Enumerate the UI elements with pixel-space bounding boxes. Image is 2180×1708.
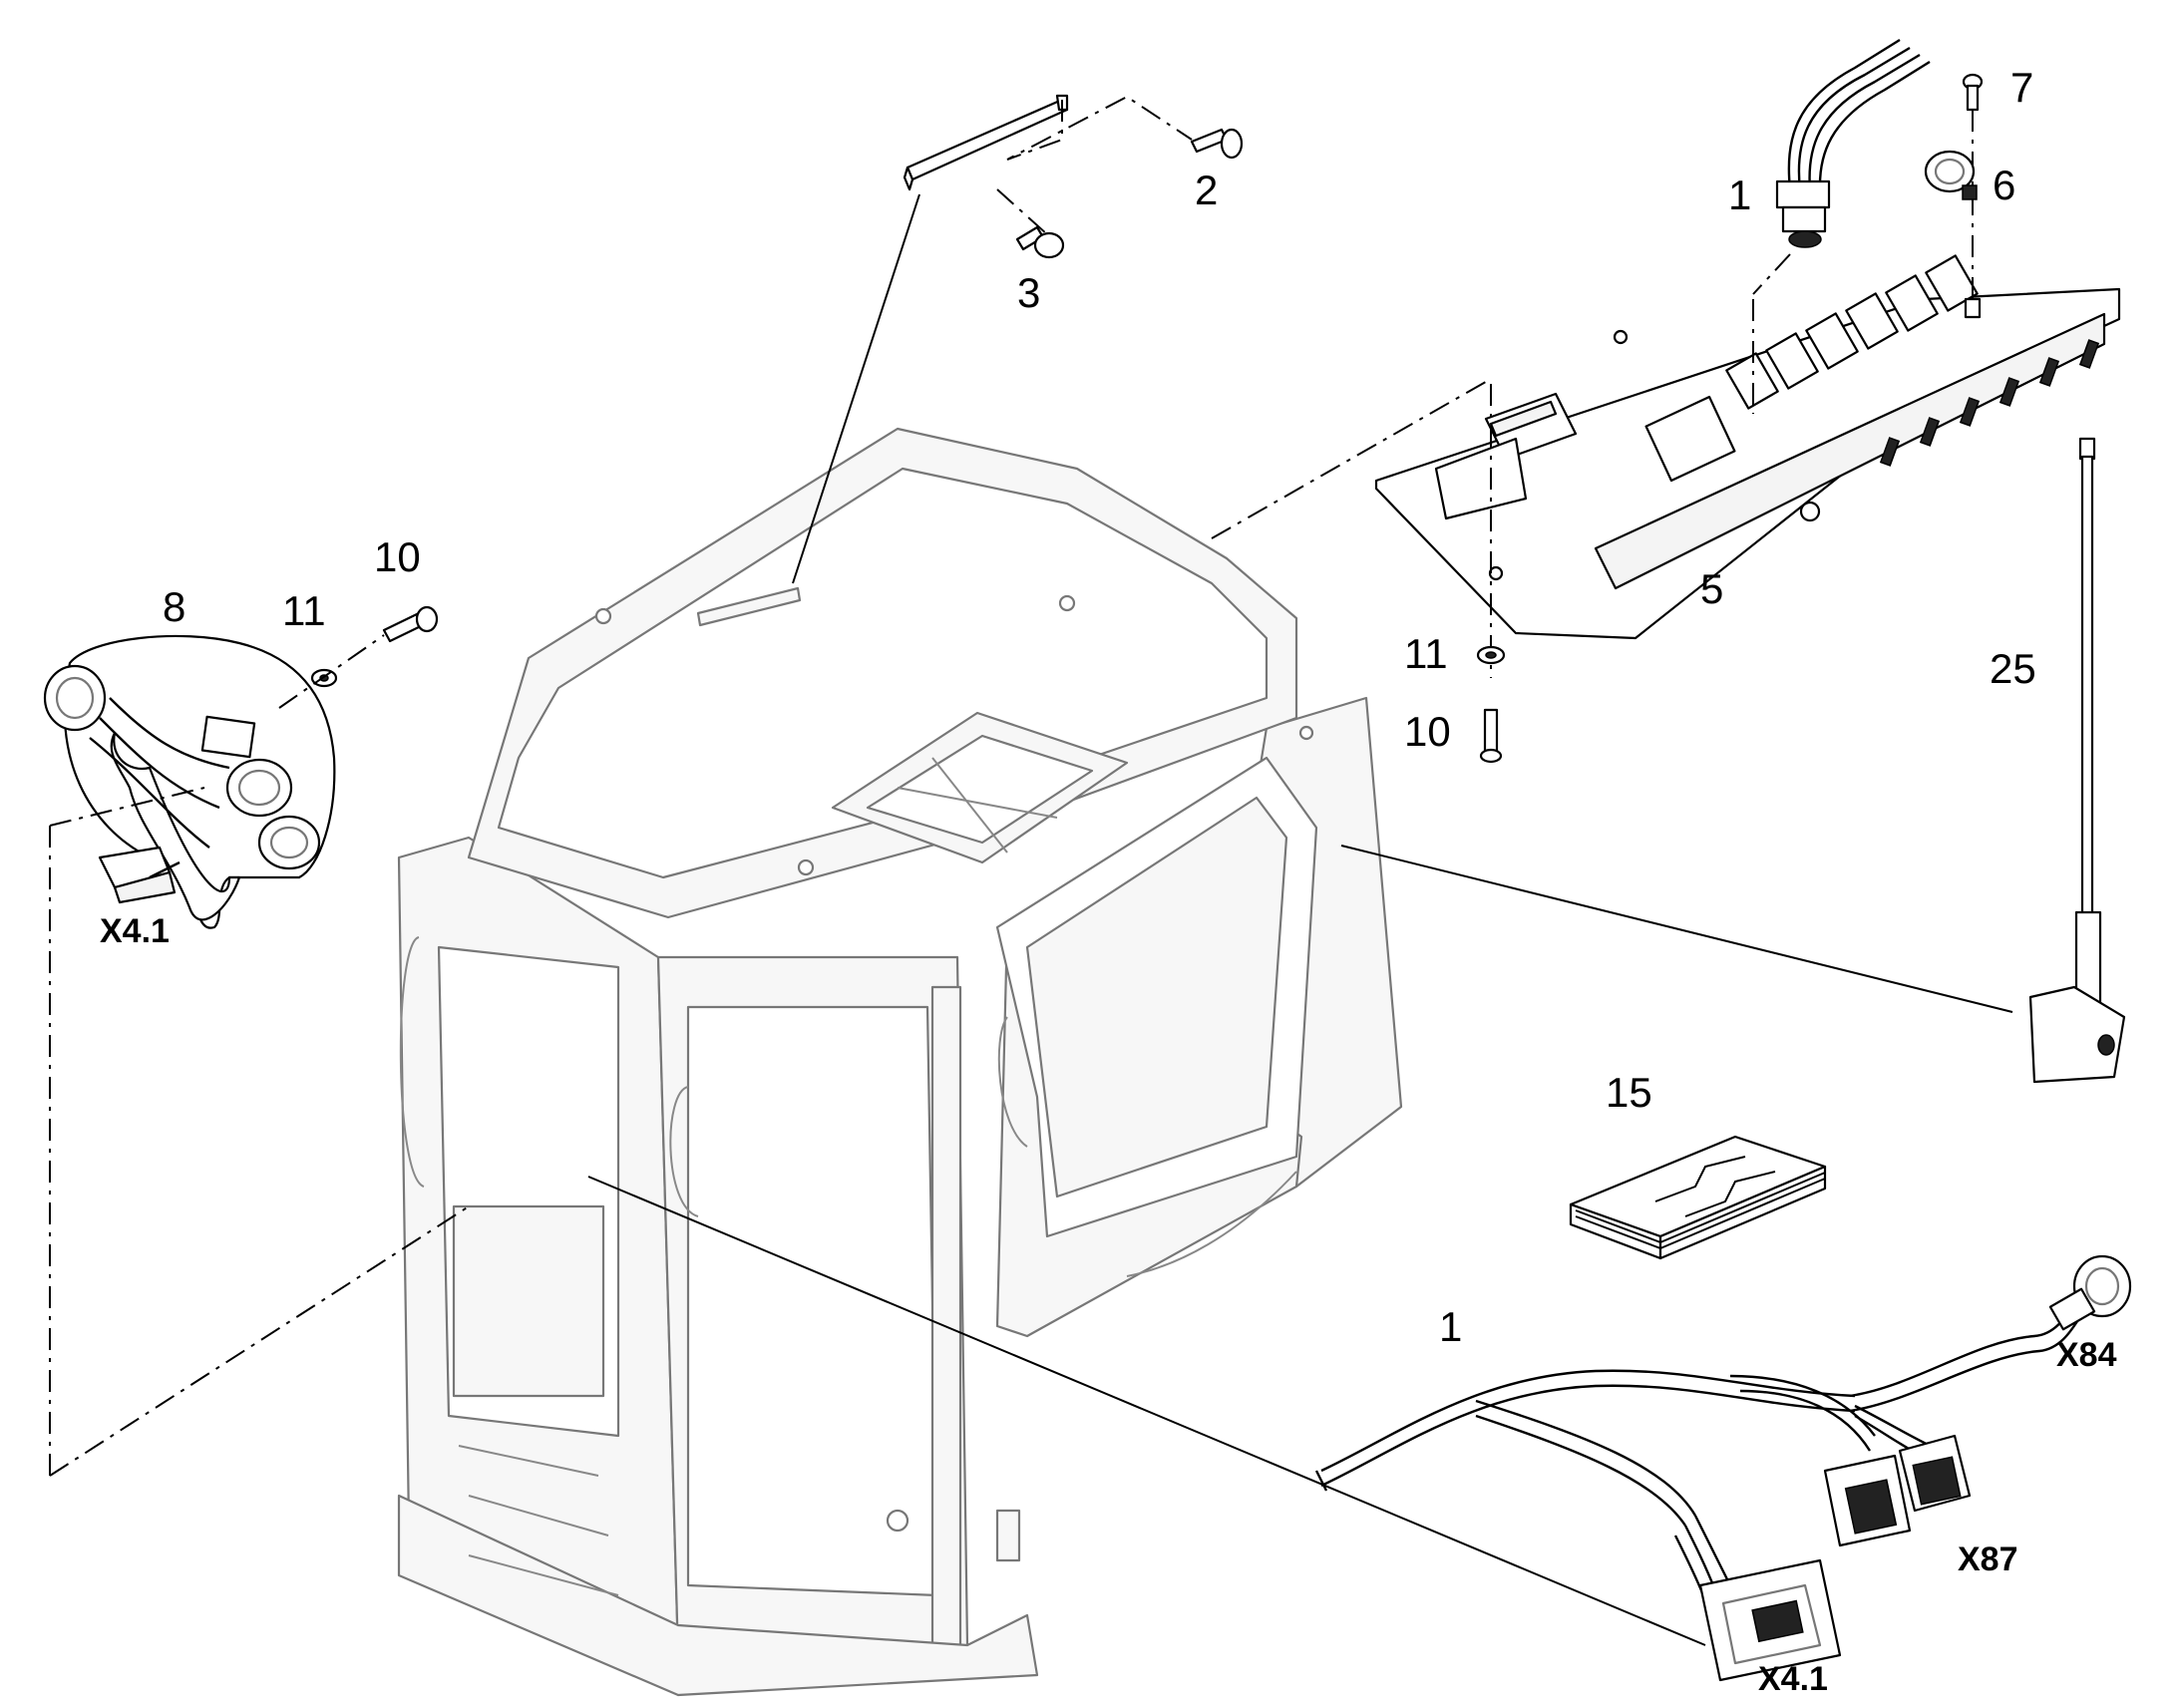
cab-rear-frame-inner — [1025, 796, 1288, 1198]
bolt-10-right — [1479, 708, 1503, 764]
documentation-15 — [1569, 1135, 1827, 1260]
connector-x41-left — [98, 846, 181, 904]
screw-3 — [1015, 225, 1065, 259]
cable-grommet-1 — [1775, 38, 1931, 248]
clamp-6 — [1924, 150, 1978, 200]
callout-7: 7 — [2010, 64, 2033, 111]
callout-11-left: 11 — [282, 587, 326, 634]
callout-1-top: 1 — [1728, 171, 1751, 218]
connector-x41-bottom — [1673, 1515, 1842, 1682]
cab-roof-top — [497, 467, 1269, 879]
display-panel-8 — [43, 634, 336, 929]
label-x84: X84 — [2056, 1336, 2117, 1374]
callout-15: 15 — [1606, 1069, 1652, 1116]
panel-switch-slots — [1879, 339, 2100, 467]
relay-block — [1644, 254, 1979, 483]
label-x41-left: X4.1 — [100, 912, 170, 950]
callout-25: 25 — [1990, 645, 2036, 692]
mounting-bracket — [792, 94, 1244, 584]
callout-8: 8 — [163, 583, 185, 630]
callout-6: 6 — [1993, 162, 2015, 208]
cab-handrail-lower — [1126, 1171, 1297, 1277]
cab-assembly — [397, 427, 1403, 1697]
cab-rear-bracket — [995, 1509, 1021, 1562]
cab-door-window — [686, 1005, 939, 1597]
screw-7 — [1962, 73, 1984, 112]
callout-1-bottom: 1 — [1439, 1303, 1462, 1350]
label-x41-bottom: X4.1 — [1758, 1660, 1828, 1698]
callout-10-right: 10 — [1404, 708, 1451, 755]
cab-handrail-rear — [997, 1016, 1028, 1148]
callout-2: 2 — [1195, 167, 1218, 213]
callout-3: 3 — [1017, 269, 1040, 316]
cab-bottom-skirt — [397, 1494, 1039, 1697]
label-x87: X87 — [1958, 1540, 2018, 1578]
panel-standoff — [1964, 297, 1982, 319]
cab-roof-hatch-inner — [866, 734, 1094, 845]
screw-2 — [1190, 128, 1244, 160]
cab-handrail-left — [399, 936, 425, 1188]
callout-11-right: 11 — [1404, 630, 1448, 677]
antenna-25 — [1340, 437, 2126, 1084]
cab-door-hinge — [930, 985, 962, 1647]
panel-bracket — [1434, 437, 1528, 520]
relay-fuse-panel — [1211, 110, 2121, 678]
cab-handrail-door — [669, 1086, 699, 1217]
cab-side-panel — [452, 1204, 605, 1398]
callout-10-left: 10 — [374, 533, 421, 580]
callout-5: 5 — [1700, 565, 1723, 612]
connector-x87 — [1823, 1434, 1972, 1547]
connector-x84 — [2048, 1254, 2132, 1331]
bolt-10-left — [382, 605, 439, 643]
panel-front-rail — [1594, 312, 2106, 590]
cab-door-lock — [886, 1509, 909, 1533]
cab-roof-strip — [696, 586, 802, 627]
cable-harness-1 — [1314, 1289, 2090, 1527]
washer-11-right — [1476, 645, 1506, 665]
